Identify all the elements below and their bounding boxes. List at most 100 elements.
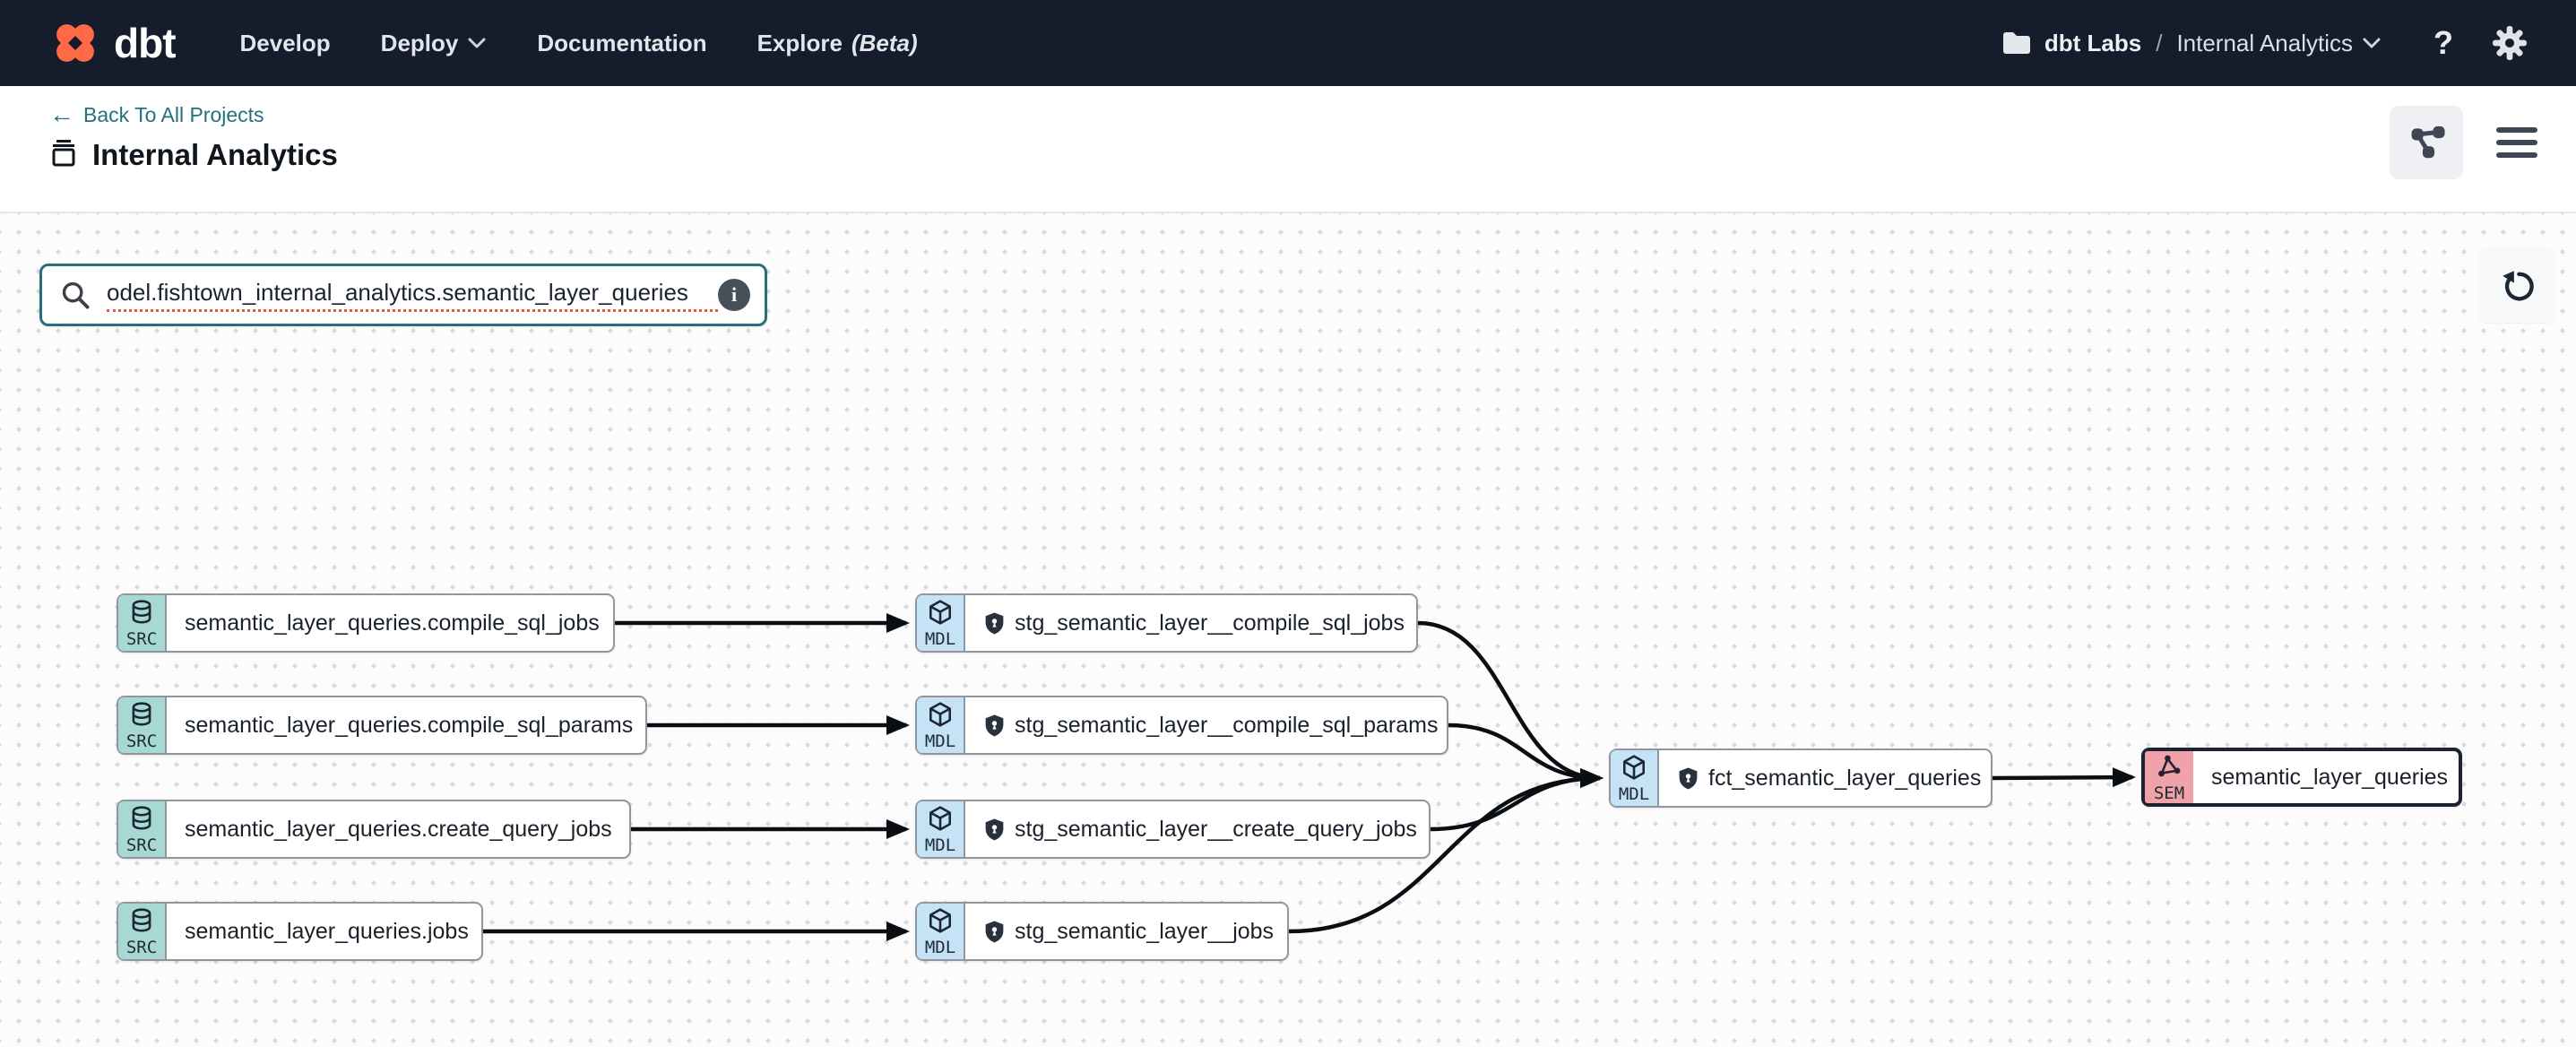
shield-icon [983, 920, 1006, 944]
semantic-icon [2156, 753, 2183, 784]
dbt-logo[interactable]: dbt [49, 17, 177, 69]
menu-icon [2496, 127, 2537, 158]
graph-node-src_create_query_jobs[interactable]: SRC semantic_layer_queries.create_query_j… [117, 800, 631, 859]
chevron-down-icon [2363, 38, 2381, 48]
node-body: semantic_layer_queries.jobs [167, 904, 481, 959]
graph-node-src_compile_sql_jobs[interactable]: SRC semantic_layer_queries.compile_sql_jo… [117, 593, 615, 653]
project-selector[interactable]: Internal Analytics [2176, 30, 2382, 57]
project-icon [52, 140, 75, 167]
node-label: semantic_layer_queries.jobs [185, 918, 469, 944]
nav-item-deploy[interactable]: Deploy [381, 30, 488, 57]
shield-icon [1677, 766, 1699, 791]
dbt-logo-icon [56, 24, 94, 62]
back-arrow-icon: ← [49, 100, 74, 128]
node-type-label: MDL [924, 835, 956, 855]
top-nav: dbt Develop Deploy Documentation Explore… [0, 0, 2576, 86]
brand-text: dbt [114, 20, 177, 66]
node-type-badge: MDL [1611, 750, 1659, 806]
node-label: stg_semantic_layer__compile_sql_params [1015, 712, 1439, 738]
node-label: stg_semantic_layer__create_query_jobs [1015, 816, 1417, 842]
list-view-button[interactable] [2488, 114, 2546, 171]
database-icon [128, 805, 155, 836]
node-type-label: SRC [125, 628, 158, 649]
database-icon [128, 701, 155, 732]
cube-icon [1621, 754, 1647, 785]
node-type-label: MDL [924, 937, 956, 957]
node-type-label: SRC [125, 731, 158, 751]
edge-fct_semantic_layer_queries-to-sem_semantic_layer_queries [1992, 767, 2136, 788]
node-body: semantic_layer_queries.compile_sql_jobs [167, 595, 613, 651]
cube-icon [927, 805, 954, 836]
graph-node-fct_semantic_layer_queries[interactable]: MDL fct_semantic_layer_queries [1609, 748, 1993, 808]
node-body: semantic_layer_queries [2193, 751, 2459, 803]
page-title: Internal Analytics [92, 138, 338, 171]
node-body: stg_semantic_layer__compile_sql_params [965, 697, 1447, 753]
node-type-badge: MDL [917, 595, 965, 651]
node-type-badge: SRC [118, 904, 167, 959]
node-type-label: SEM [2153, 783, 2185, 803]
node-label: fct_semantic_layer_queries [1708, 765, 1982, 791]
node-body: fct_semantic_layer_queries [1659, 750, 1991, 806]
shield-icon [983, 714, 1006, 738]
beta-badge: (Beta) [851, 29, 918, 56]
graph-node-stg_compile_sql_params[interactable]: MDL stg_semantic_layer__compile_sql_param… [915, 696, 1448, 755]
info-icon[interactable]: i [718, 279, 750, 311]
node-label: stg_semantic_layer__jobs [1015, 918, 1275, 944]
graph-node-sem_semantic_layer_queries[interactable]: SEM semantic_layer_queries [2141, 748, 2462, 807]
node-type-label: MDL [924, 628, 956, 649]
nav-item-explore[interactable]: Explore (Beta) [756, 29, 918, 56]
settings-button[interactable] [2493, 26, 2527, 60]
cube-icon [927, 907, 954, 939]
graph-node-src_compile_sql_params[interactable]: SRC semantic_layer_queries.compile_sql_pa… [117, 696, 647, 755]
edge-stg_create_query_jobs-to-fct_semantic_layer_queries [1430, 768, 1604, 832]
graph-node-src_jobs[interactable]: SRC semantic_layer_queries.jobs [117, 902, 483, 961]
lineage-canvas[interactable]: odel.fishtown_internal_analytics.semanti… [0, 213, 2576, 1047]
graph-node-stg_create_query_jobs[interactable]: MDL stg_semantic_layer__create_query_jobs [915, 800, 1431, 859]
undo-icon [2503, 271, 2534, 301]
chevron-down-icon [468, 38, 486, 48]
graph-node-stg_compile_sql_jobs[interactable]: MDL stg_semantic_layer__compile_sql_jobs [915, 593, 1418, 653]
gear-icon [2493, 26, 2527, 60]
node-body: stg_semantic_layer__jobs [965, 904, 1287, 959]
reset-view-button[interactable] [2479, 247, 2554, 323]
back-to-projects-link[interactable]: ← Back To All Projects [49, 100, 264, 128]
node-label: semantic_layer_queries.create_query_jobs [185, 816, 612, 842]
node-body: stg_semantic_layer__create_query_jobs [965, 801, 1429, 857]
search-value: odel.fishtown_internal_analytics.semanti… [107, 279, 718, 312]
shield-icon [983, 818, 1006, 842]
node-type-badge: MDL [917, 697, 965, 753]
account-breadcrumb[interactable]: dbt Labs / Internal Analytics [2001, 30, 2382, 57]
search-icon [62, 281, 90, 309]
node-body: semantic_layer_queries.create_query_jobs [167, 801, 629, 857]
nav-item-documentation[interactable]: Documentation [537, 29, 707, 56]
node-type-label: SRC [125, 937, 158, 957]
node-body: semantic_layer_queries.compile_sql_param… [167, 697, 645, 753]
node-body: stg_semantic_layer__compile_sql_jobs [965, 595, 1416, 651]
shield-icon [983, 611, 1006, 636]
search-input[interactable]: odel.fishtown_internal_analytics.semanti… [39, 264, 767, 326]
node-label: semantic_layer_queries.compile_sql_param… [185, 712, 634, 738]
folder-icon [2002, 32, 2030, 54]
node-type-label: SRC [125, 835, 158, 855]
lineage-view-button[interactable] [2390, 106, 2463, 179]
nav-item-develop[interactable]: Develop [239, 29, 331, 56]
cube-icon [927, 599, 954, 630]
node-label: semantic_layer_queries.compile_sql_jobs [185, 610, 600, 636]
node-label: stg_semantic_layer__compile_sql_jobs [1015, 610, 1405, 636]
node-type-badge: SEM [2145, 751, 2193, 803]
node-type-badge: SRC [118, 801, 167, 857]
node-type-label: MDL [1618, 783, 1650, 804]
page-header: ← Back To All Projects Internal Analytic… [0, 86, 2576, 213]
node-type-badge: MDL [917, 904, 965, 959]
node-type-badge: SRC [118, 595, 167, 651]
help-button[interactable]: ? [2433, 24, 2453, 61]
node-label: semantic_layer_queries [2211, 764, 2449, 790]
database-icon [128, 599, 155, 630]
database-icon [128, 907, 155, 939]
graph-node-stg_jobs[interactable]: MDL stg_semantic_layer__jobs [915, 902, 1289, 961]
node-type-label: MDL [924, 731, 956, 751]
lineage-icon [2411, 125, 2445, 159]
edge-stg_compile_sql_params-to-fct_semantic_layer_queries [1448, 723, 1604, 788]
cube-icon [927, 701, 954, 732]
node-type-badge: SRC [118, 697, 167, 753]
